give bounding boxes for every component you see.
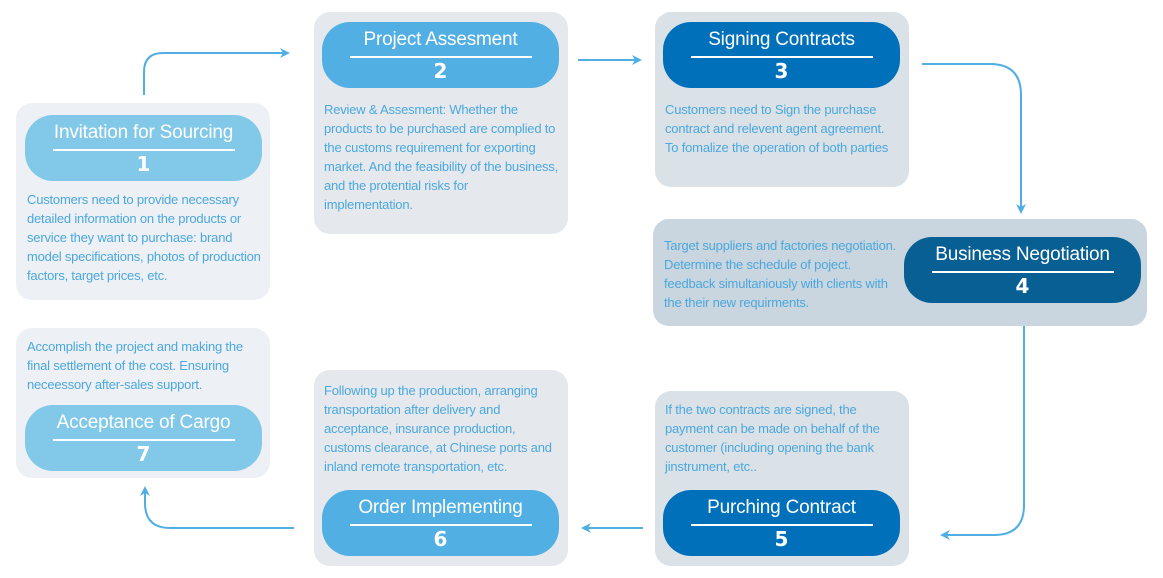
step-description-2: Review & Assesment: Whether the products… xyxy=(324,102,558,212)
step-number: 1 xyxy=(136,152,151,176)
step-pill-6: Order Implementing 6 xyxy=(322,490,559,556)
step-description-1: Customers need to provide necessary deta… xyxy=(27,192,261,283)
step-title: Project Assesment xyxy=(363,29,518,50)
divider xyxy=(690,56,873,58)
step-number: 4 xyxy=(1015,274,1030,298)
step-number: 3 xyxy=(774,59,789,83)
step-number: 5 xyxy=(774,527,789,551)
step-description-4: Target suppliers and factories negotiati… xyxy=(664,238,897,310)
step-number: 6 xyxy=(433,527,448,551)
divider xyxy=(349,524,532,526)
step-description-6: Following up the production, arranging t… xyxy=(324,383,552,474)
step-title: Invitation for Sourcing xyxy=(53,122,234,143)
step-pill-2: Project Assesment 2 xyxy=(322,22,559,88)
divider xyxy=(349,56,532,58)
step-description-5: If the two contracts are signed, the pay… xyxy=(665,402,880,474)
divider xyxy=(52,439,235,441)
step-title: Acceptance of Cargo xyxy=(56,412,231,433)
step-description-3: Customers need to Sign the purchase cont… xyxy=(665,102,889,155)
divider xyxy=(52,149,235,151)
step-pill-1: Invitation for Sourcing 1 xyxy=(25,115,262,181)
arrow-3-to-4 xyxy=(922,63,1026,214)
step-title: Purching Contract xyxy=(707,497,856,518)
divider xyxy=(931,271,1114,273)
arrow-1-to-2 xyxy=(143,48,290,95)
step-title: Signing Contracts xyxy=(708,29,855,50)
divider xyxy=(690,524,873,526)
step-number: 2 xyxy=(433,59,448,83)
step-description-7: Accomplish the project and making the fi… xyxy=(27,339,243,392)
arrow-6-to-7 xyxy=(140,486,294,529)
step-number: 7 xyxy=(136,442,151,466)
step-pill-4: Business Negotiation 4 xyxy=(904,237,1141,303)
step-title: Business Negotiation xyxy=(935,244,1110,265)
step-pill-3: Signing Contracts 3 xyxy=(663,22,900,88)
step-pill-7: Acceptance of Cargo 7 xyxy=(25,405,262,471)
step-title: Order Implementing xyxy=(358,497,523,518)
step-pill-5: Purching Contract 5 xyxy=(663,490,900,556)
arrow-4-to-5 xyxy=(940,326,1025,540)
